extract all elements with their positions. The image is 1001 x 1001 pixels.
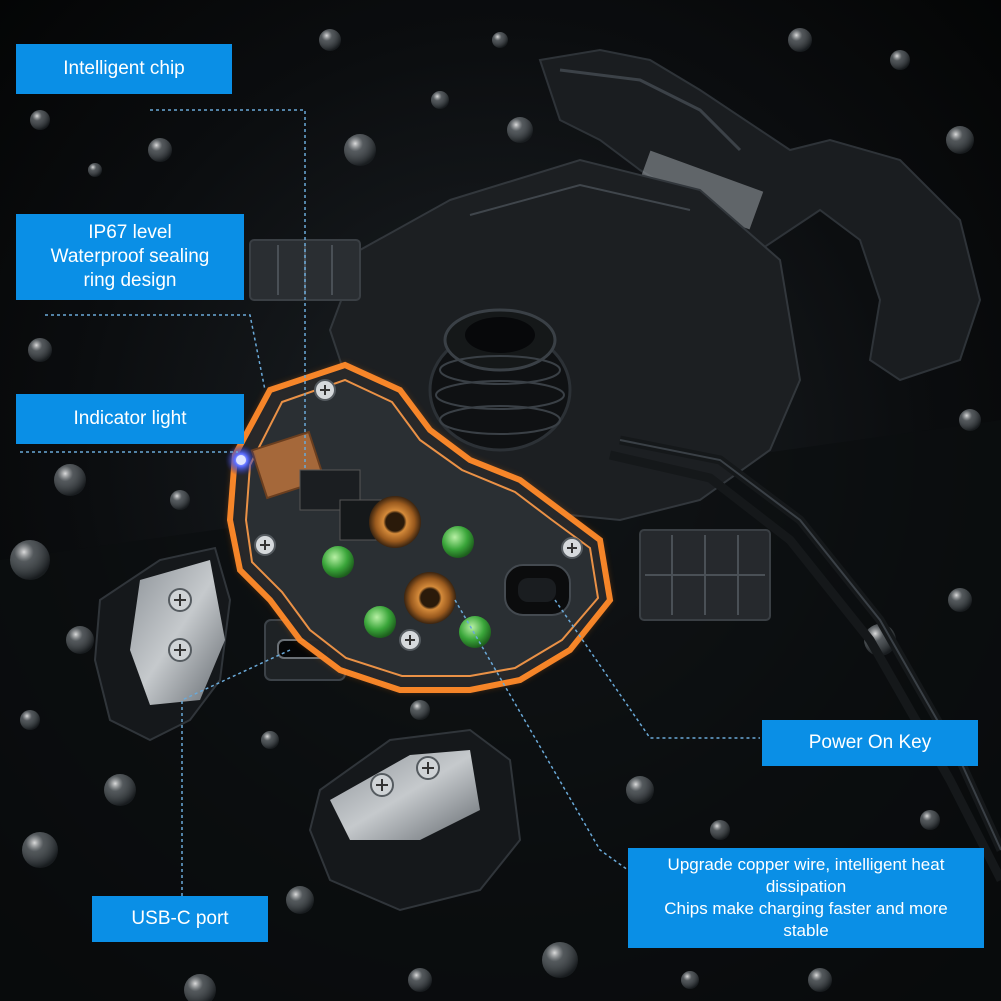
- callout-intelligent-chip-text: Intelligent chip: [63, 58, 185, 79]
- callout-ip67-line-2: Waterproof sealing: [50, 246, 210, 267]
- callout-copper-wire-line-1: Upgrade copper wire, intelligent heat: [667, 855, 945, 874]
- callout-indicator-light: Indicator light: [16, 394, 244, 444]
- callout-usb-c-port: USB-C port: [92, 896, 268, 942]
- callout-ip67: IP67 level Waterproof sealing ring desig…: [16, 214, 244, 300]
- callout-ip67-line-3: ring design: [83, 270, 177, 291]
- callout-usb-c-port-text: USB-C port: [131, 908, 229, 929]
- callout-copper-wire-line-4: stable: [783, 921, 829, 940]
- callout-ip67-line-1: IP67 level: [88, 222, 172, 243]
- callout-copper-wire-line-3: Chips make charging faster and more: [664, 899, 948, 918]
- callout-intelligent-chip: Intelligent chip: [16, 44, 232, 94]
- callout-copper-wire: Upgrade copper wire, intelligent heat di…: [628, 848, 984, 948]
- callout-power-on-key-text: Power On Key: [808, 732, 932, 753]
- callout-indicator-light-text: Indicator light: [73, 408, 187, 429]
- callout-power-on-key: Power On Key: [762, 720, 978, 766]
- callout-copper-wire-line-2: dissipation: [765, 877, 847, 896]
